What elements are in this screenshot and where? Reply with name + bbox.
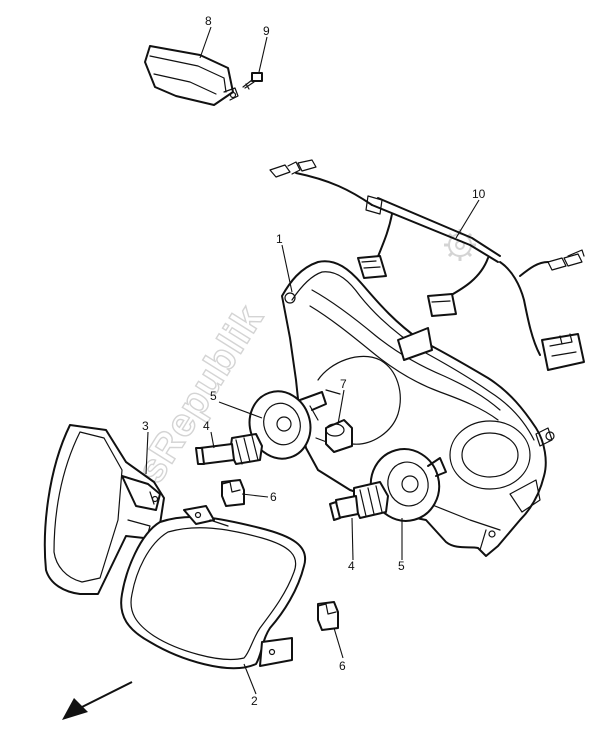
label-part-3: 3 [142,419,149,433]
part-1-headlight-housing [281,260,555,557]
label-part-4-lower: 4 [348,559,355,573]
part-6-clip-lower [317,601,339,631]
part-5-socket-upper [248,390,327,460]
arrow-icon [62,681,133,720]
part-4-bulb-upper [195,433,263,465]
label-part-5-upper: 5 [210,389,217,403]
part-9-screw [242,72,263,90]
part-2-lens-main [120,505,307,670]
label-part-6-upper: 6 [270,490,277,504]
part-6-clip-upper [221,479,245,507]
label-part-7: 7 [340,377,347,391]
label-part-2: 2 [251,694,258,708]
part-8-lamp-cover [144,45,239,106]
part-labels: 8 9 10 1 5 7 3 4 6 4 5 6 2 [142,14,486,708]
label-part-9: 9 [263,24,270,38]
label-part-8: 8 [205,14,212,28]
label-part-5-lower: 5 [398,559,405,573]
label-part-4-upper: 4 [203,419,210,433]
part-10-wire-harness [269,159,585,371]
part-7-cap [325,419,353,453]
label-part-1: 1 [276,232,283,246]
callout-lines [145,26,480,695]
part-4-bulb-lower [329,481,389,521]
label-part-6-lower: 6 [339,659,346,673]
label-part-10: 10 [472,187,486,201]
